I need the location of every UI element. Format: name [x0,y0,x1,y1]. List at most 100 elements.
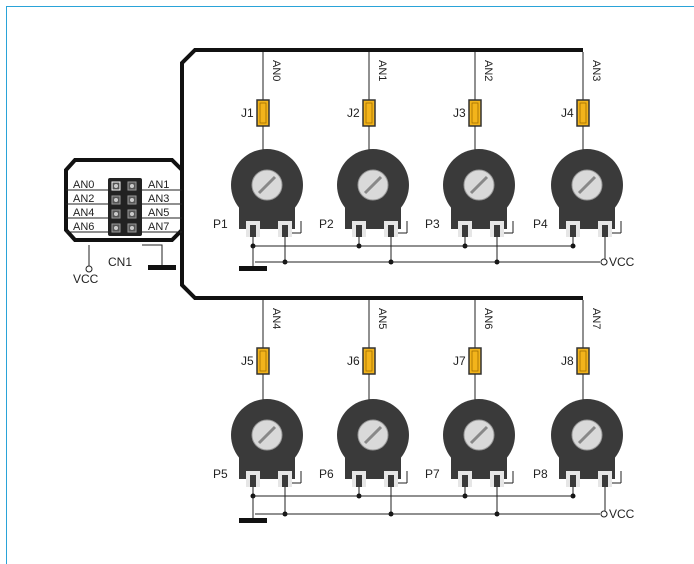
pin-hole [494,475,500,487]
net-label: AN2 [482,60,494,81]
pot-label: P6 [319,467,334,481]
pot-label: P3 [425,217,440,231]
jumper-label: J1 [241,106,254,120]
net-label: AN7 [590,308,602,329]
jumper-label: J3 [453,106,466,120]
vcc-label: VCC [609,507,635,521]
knob-slot [469,425,489,445]
pin-hole [388,225,394,237]
net-label: AN6 [482,308,494,329]
header-pin-dot [130,226,134,230]
jumper [576,347,590,375]
pin-hole [388,475,394,487]
pin-hole [602,475,608,487]
pot-label: P1 [213,217,228,231]
jumper [256,347,270,375]
header-pin-dot [114,212,118,216]
pin-hole [462,475,468,487]
header-left-label: AN6 [73,221,94,233]
header-vcc-label: VCC [73,272,99,286]
header-bus-outline [64,158,184,242]
jumper-label: J7 [453,354,466,368]
header-pin1-marker [111,181,121,191]
knob-slot [363,175,383,195]
header-pin-dot [130,212,134,216]
knob-slot [577,425,597,445]
pin-hole [602,225,608,237]
bus-ribbon [180,48,583,300]
jumper [256,99,270,127]
header-right-label: AN5 [148,207,169,219]
pin-hole [462,225,468,237]
header-pin-dot [130,184,134,188]
jumper-inner [259,102,267,124]
header-left-label: AN2 [73,193,94,205]
jumper [468,347,482,375]
header-gnd-symbol [148,265,176,270]
pin-hole [494,225,500,237]
knob-slot [257,425,277,445]
pot-label: P8 [533,467,548,481]
net-label: AN1 [376,60,388,81]
header-right-label: AN7 [148,221,169,233]
header-pin-dot [114,198,118,202]
pot-label: P2 [319,217,334,231]
pin-hole [250,225,256,237]
header-right-label: AN1 [148,179,169,191]
gnd-symbol [239,266,267,271]
jumper-inner [579,102,587,124]
knob-slot [363,425,383,445]
vcc-terminal [600,510,608,518]
pin-hole [356,475,362,487]
header-pin-dot [114,226,118,230]
pot-label: P7 [425,467,440,481]
jumper-inner [365,350,373,372]
header-name: CN1 [108,255,132,269]
jumper-inner [579,350,587,372]
net-label: AN3 [590,60,602,81]
header-pin-dot [130,198,134,202]
jumper-label: J6 [347,354,360,368]
jumper-label: J2 [347,106,360,120]
pin-hole [250,475,256,487]
header-body [108,178,142,236]
header-left-label: AN4 [73,207,94,219]
jumper-label: J8 [561,354,574,368]
pot-label: P4 [533,217,548,231]
vcc-terminal [600,258,608,266]
jumper-inner [365,102,373,124]
header-pin-dot [114,184,118,188]
pot-label: P5 [213,467,228,481]
jumper [362,99,376,127]
jumper-inner [471,102,479,124]
knob-slot [257,175,277,195]
header-gnd-wire [142,244,163,265]
gnd-symbol [239,518,267,523]
knob-slot [577,175,597,195]
net-label: AN0 [270,60,282,81]
pin-hole [356,225,362,237]
jumper [362,347,376,375]
jumper [576,99,590,127]
pin-hole [282,225,288,237]
knob-slot [469,175,489,195]
net-label: AN4 [270,308,282,329]
header-vcc-terminal [85,265,93,273]
pin-hole [282,475,288,487]
jumper [468,99,482,127]
jumper-inner [471,350,479,372]
vcc-label: VCC [609,255,635,269]
jumper-label: J4 [561,106,574,120]
header-left-label: AN0 [73,179,94,191]
net-label: AN5 [376,308,388,329]
jumper-inner [259,350,267,372]
pin-hole [570,475,576,487]
